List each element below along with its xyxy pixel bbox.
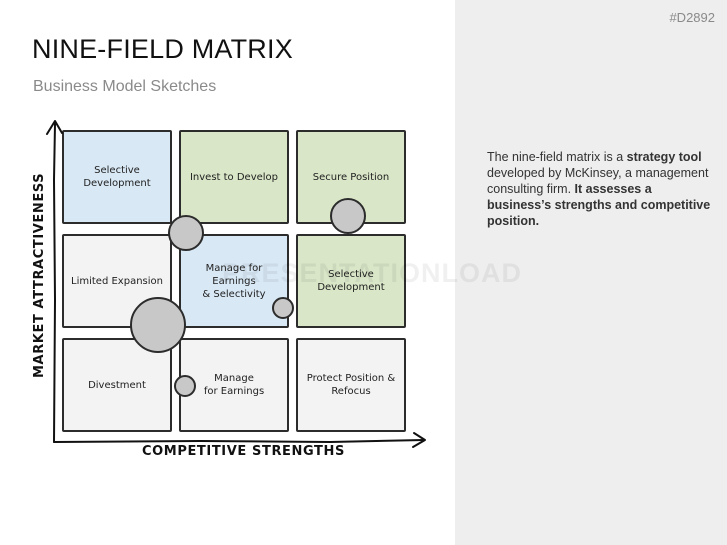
side-panel [455,0,727,545]
matrix-cell-label: Selective Development [83,165,151,189]
matrix-cell-label: Manage for Earnings & Selectivity [202,262,266,300]
y-axis-label: MARKET ATTRACTIVENESS [32,172,47,378]
desc-bold-2: It assesses a business’s strengths and c… [487,182,711,228]
matrix-cell-0-1: Invest to Develop [179,130,289,224]
desc-bold-1: strategy tool [626,150,702,164]
watermark: PRESENTATIONLOAD [222,258,523,288]
matrix-cell-1-1: Manage for Earnings & Selectivity [179,234,289,328]
bubble-small-1 [272,297,294,319]
matrix-cell-label: Protect Position & Refocus [306,373,396,397]
matrix-cell-label: Invest to Develop [189,171,279,183]
description-text: The nine-field matrix is a strategy tool… [487,149,712,229]
y-axis-line [53,123,56,443]
matrix-cell-2-0: Divestment [62,338,172,432]
matrix-cell-label: Divestment [88,379,146,391]
matrix-cell-1-2: Selective Development [296,234,406,328]
slide-id: #D2892 [669,10,715,25]
bubble-small-2 [174,375,196,397]
bubble-medium-1 [168,215,204,251]
page-title: NINE-FIELD MATRIX [32,34,293,64]
matrix-cell-label: Secure Position [312,171,390,183]
matrix-cell-label: Manage for Earnings [203,373,265,397]
matrix-cell-2-2: Protect Position & Refocus [296,338,406,432]
x-axis-line [53,439,425,443]
bubble-medium-2 [330,198,366,234]
matrix-cell-label: Limited Expansion [71,275,163,287]
desc-part-1: The nine-field matrix is a [487,150,627,164]
page-subtitle: Business Model Sketches [33,78,217,95]
matrix-cell-0-0: Selective Development [62,130,172,224]
x-axis-label: COMPETITIVE STRENGTHS [142,444,345,459]
y-axis-arrowhead [46,120,63,135]
bubble-large [130,297,186,353]
x-axis-arrowhead [412,432,426,448]
desc-part-2: developed by McKinsey, a management cons… [487,166,709,196]
matrix-cell-label: Selective Development [317,269,385,293]
